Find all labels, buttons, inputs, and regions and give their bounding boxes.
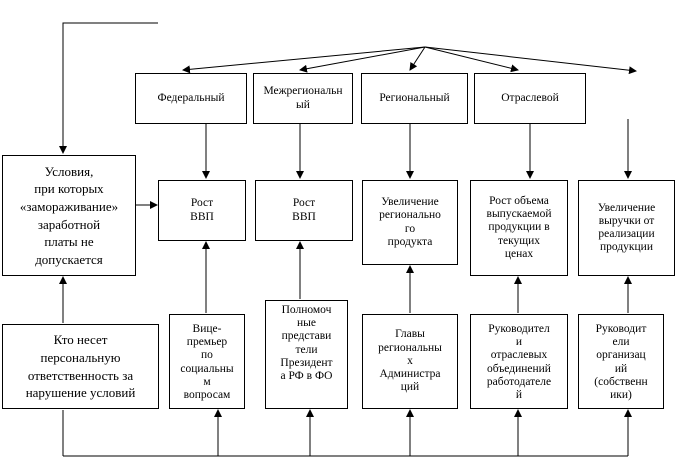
- indicator-regional-label: Увеличение регионально го продукта: [379, 196, 441, 248]
- indicator-federal: Рост ВВП: [158, 180, 246, 241]
- indicator-federal-label: Рост ВВП: [190, 197, 214, 223]
- fan-arrow-extra: [424, 46, 637, 75]
- indicator-interregional: Рост ВВП: [255, 180, 353, 241]
- indicator-extra-label: Увеличение выручки от реализации продукц…: [597, 201, 656, 254]
- responsible-sector-employers-label: Руководител и отраслевых объединений раб…: [486, 323, 552, 402]
- responsible-org-heads-label: Руководит ели организац ий (собственн ик…: [594, 323, 648, 402]
- responsible-regional-heads: Главы региональны х Администра ций: [362, 314, 458, 409]
- who-box-label: Кто несет персональную ответственность з…: [25, 332, 136, 401]
- responsible-org-heads: Руководит ели организац ий (собственн ик…: [578, 314, 664, 409]
- level-federal: Федеральный: [135, 73, 247, 124]
- indicator-interregional-label: Рост ВВП: [292, 197, 316, 223]
- fan-arrow-interregional: [299, 46, 426, 73]
- level-interregional-label: Межрегиональный: [263, 85, 343, 111]
- fan-arrow-regional: [409, 46, 426, 71]
- responsible-plenipotentiaries: Полномоч ные представи тели Президент а …: [265, 300, 348, 409]
- indicator-sectoral-label: Рост объема выпускаемой продукции в теку…: [486, 194, 552, 260]
- conditions-box-label: Условия, при которых «замораживание» зар…: [19, 163, 119, 267]
- indicator-extra: Увеличение выручки от реализации продукц…: [578, 180, 675, 276]
- level-sectoral: Отраслевой: [474, 73, 586, 124]
- level-regional-label: Региональный: [379, 91, 450, 104]
- responsible-sector-employers: Руководител и отраслевых объединений раб…: [470, 314, 568, 409]
- top-feedback-line: [59, 22, 158, 154]
- fan-arrow-federal: [182, 46, 426, 74]
- level-federal-label: Федеральный: [157, 91, 225, 104]
- fan-arrow-sectoral: [424, 46, 519, 73]
- responsible-regional-heads-label: Главы региональны х Администра ций: [378, 328, 442, 394]
- responsible-vice-premier: Вице- премьер по социальны м вопросам: [169, 314, 245, 409]
- who-box: Кто несет персональную ответственность з…: [2, 324, 159, 409]
- level-sectoral-label: Отраслевой: [501, 91, 559, 104]
- indicator-sectoral: Рост объема выпускаемой продукции в теку…: [470, 180, 568, 276]
- level-regional: Региональный: [361, 73, 468, 124]
- responsible-vice-premier-label: Вице- премьер по социальны м вопросам: [180, 323, 234, 402]
- conditions-box: Условия, при которых «замораживание» зар…: [2, 155, 136, 276]
- indicator-regional: Увеличение регионально го продукта: [362, 180, 458, 265]
- level-interregional: Межрегиональный: [253, 73, 353, 124]
- responsible-plenipotentiaries-label: Полномоч ные представи тели Президент а …: [280, 304, 333, 383]
